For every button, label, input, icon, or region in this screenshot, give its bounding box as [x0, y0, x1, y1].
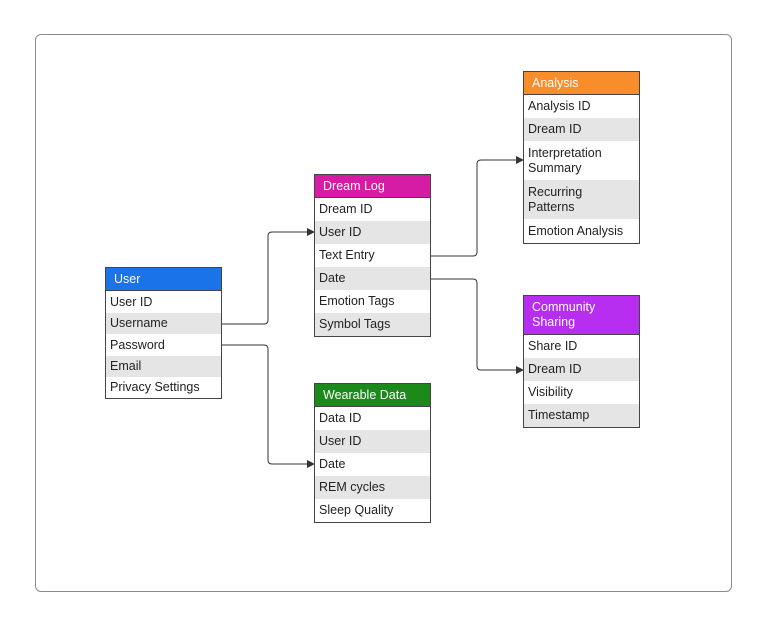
field-row: Emotion Analysis: [524, 219, 639, 243]
field-row: Recurring Patterns: [524, 180, 639, 219]
field-label: Username: [110, 316, 168, 330]
entity-analysis-title: Analysis: [532, 75, 579, 90]
field-label: Sleep Quality: [319, 503, 394, 517]
field-label: Emotion Tags: [319, 294, 395, 308]
field-row: Share ID: [524, 335, 639, 358]
field-row: Privacy Settings: [106, 377, 221, 398]
field-label: Dream ID: [528, 122, 582, 136]
field-row: Sleep Quality: [315, 499, 430, 522]
field-label: Visibility: [528, 385, 573, 399]
field-row: REM cycles: [315, 476, 430, 499]
field-row: Password: [106, 334, 221, 356]
field-label: User ID: [319, 434, 362, 448]
field-label: Text Entry: [319, 248, 375, 262]
entity-dream-log-header: Dream Log: [315, 175, 430, 198]
field-label: Email: [110, 359, 142, 373]
field-label: Share ID: [528, 339, 578, 353]
field-row: Visibility: [524, 381, 639, 404]
entity-wearable-data-title: Wearable Data: [323, 387, 407, 402]
field-label: Data ID: [319, 411, 362, 425]
field-label: Timestamp: [528, 408, 590, 422]
entity-user-title: User: [114, 271, 141, 286]
field-label: User ID: [319, 225, 362, 239]
entity-analysis-header: Analysis: [524, 72, 639, 95]
entity-user-header: User: [106, 268, 221, 291]
entity-wearable-data-header: Wearable Data: [315, 384, 430, 407]
entity-wearable-data: Wearable Data Data ID User ID Date REM c…: [314, 383, 431, 523]
entity-community-sharing-header: Community Sharing: [524, 296, 639, 335]
diagram-canvas: [35, 34, 732, 592]
entity-community-sharing-title: Community Sharing: [532, 300, 596, 329]
field-label: Date: [319, 271, 346, 285]
field-label: Analysis ID: [528, 99, 591, 113]
field-row: User ID: [315, 221, 430, 244]
field-row: Date: [315, 453, 430, 476]
field-row: Timestamp: [524, 404, 639, 427]
field-label: User ID: [110, 294, 153, 309]
entity-community-sharing: Community Sharing Share ID Dream ID Visi…: [523, 295, 640, 428]
field-row: Interpretation Summary: [524, 141, 639, 180]
field-label: Date: [319, 457, 346, 471]
field-row: Dream ID: [524, 118, 639, 141]
field-row: Date: [315, 267, 430, 290]
field-label: Privacy Settings: [110, 380, 200, 394]
field-row: User ID: [106, 291, 221, 313]
field-row: Text Entry: [315, 244, 430, 267]
field-row: Data ID: [315, 407, 430, 430]
field-label: Password: [110, 337, 165, 352]
field-row: Emotion Tags: [315, 290, 430, 313]
field-row: User ID: [315, 430, 430, 453]
entity-user: User User ID Username Password Email Pri…: [105, 267, 222, 399]
field-label: Symbol Tags: [319, 317, 391, 331]
entity-analysis: Analysis Analysis ID Dream ID Interpreta…: [523, 71, 640, 244]
field-row: Username: [106, 313, 221, 334]
entity-dream-log-title: Dream Log: [323, 178, 385, 193]
field-label: Dream ID: [319, 202, 373, 216]
field-row: Analysis ID: [524, 95, 639, 118]
entity-dream-log: Dream Log Dream ID User ID Text Entry Da…: [314, 174, 431, 337]
field-row: Dream ID: [524, 358, 639, 381]
field-row: Dream ID: [315, 198, 430, 221]
field-label: Interpretation Summary: [528, 145, 602, 175]
field-row: Email: [106, 356, 221, 377]
field-label: Recurring Patterns: [528, 184, 583, 214]
field-label: Emotion Analysis: [528, 223, 624, 238]
field-label: Dream ID: [528, 362, 582, 376]
field-row: Symbol Tags: [315, 313, 430, 336]
field-label: REM cycles: [319, 480, 385, 494]
